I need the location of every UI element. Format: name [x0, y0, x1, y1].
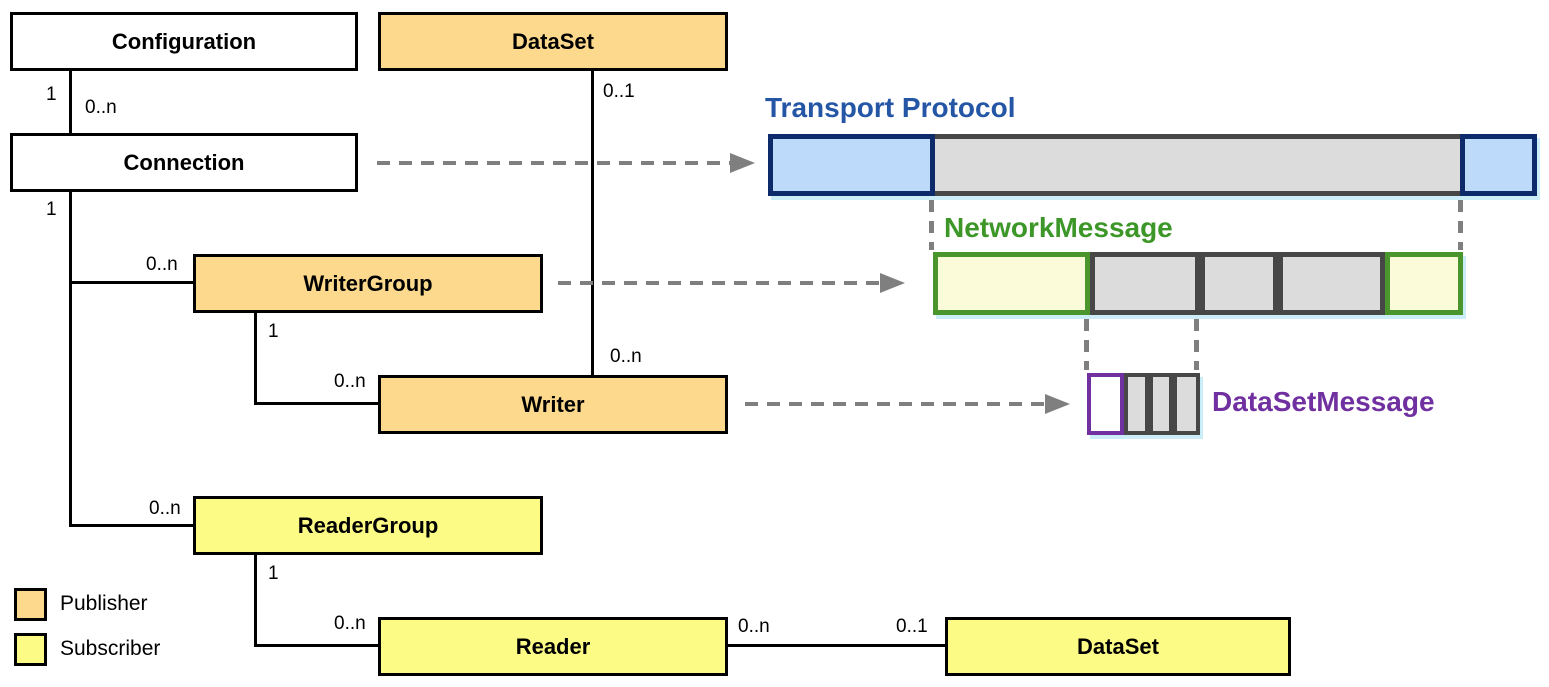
arrow-head-icon	[880, 273, 905, 293]
transport-header-segment-left	[768, 134, 935, 196]
transport-protocol-bar	[768, 134, 1537, 196]
multiplicity-label: 0..1	[896, 616, 928, 637]
connector-reader-dataset	[728, 644, 945, 647]
dropline-transport-network-right	[1458, 200, 1463, 250]
multiplicity-label: 0..n	[610, 346, 642, 367]
arrow-shaft	[377, 161, 730, 165]
arrow-head-icon	[730, 153, 755, 173]
datasetmessage-header-segment	[1087, 373, 1124, 435]
node-connection: Connection	[10, 133, 358, 192]
node-configuration: Configuration	[10, 12, 358, 71]
connector-connection-trunk	[69, 192, 72, 527]
connector-readergroup-reader-h	[254, 644, 378, 647]
connector-connection-readergroup	[69, 524, 193, 527]
node-readergroup: ReaderGroup	[193, 496, 543, 555]
multiplicity-label: 0..n	[146, 254, 178, 275]
node-writer: Writer	[378, 375, 728, 434]
connector-connection-writergroup	[69, 281, 193, 284]
legend-subscriber-label: Subscriber	[60, 637, 161, 660]
dropline-network-dsm-left	[1084, 319, 1089, 370]
arrow-shaft	[745, 402, 1045, 406]
legend-publisher-label: Publisher	[60, 592, 148, 615]
dropline-transport-network-left	[929, 200, 934, 250]
node-writergroup: WriterGroup	[193, 254, 543, 313]
connector-readergroup-reader-v	[254, 555, 257, 646]
multiplicity-label: 1	[46, 84, 57, 105]
dropline-network-dsm-right	[1194, 319, 1199, 370]
node-dataset-top: DataSet	[378, 12, 728, 71]
network-header-segment-left	[933, 252, 1090, 315]
multiplicity-label: 1	[268, 563, 279, 584]
datasetmessage-bar	[1087, 373, 1200, 435]
network-header-segment-right	[1385, 252, 1463, 315]
transport-header-segment-right	[1460, 134, 1537, 196]
connector-writergroup-writer-v	[254, 313, 257, 404]
datasetmessage-label: DataSetMessage	[1212, 386, 1435, 417]
arrow-shaft	[558, 281, 880, 285]
transport-protocol-label: Transport Protocol	[765, 92, 1016, 123]
multiplicity-label: 0..n	[738, 616, 770, 637]
network-payload-segment-1	[1090, 252, 1200, 315]
datasetmessage-field-segment-1	[1124, 373, 1149, 435]
legend-publisher-swatch	[14, 588, 47, 621]
transport-payload-segment	[935, 134, 1460, 196]
network-payload-segment-3	[1278, 252, 1385, 315]
connector-dataset-writer	[591, 71, 594, 375]
node-reader: Reader	[378, 617, 728, 676]
multiplicity-label: 0..n	[85, 97, 117, 118]
multiplicity-label: 0..n	[334, 371, 366, 392]
multiplicity-label: 0..1	[603, 81, 635, 102]
networkmessage-bar	[933, 252, 1463, 315]
multiplicity-label: 0..n	[149, 498, 181, 519]
connector-writergroup-writer-h	[254, 402, 378, 405]
multiplicity-label: 1	[46, 199, 57, 220]
arrow-head-icon	[1045, 394, 1070, 414]
multiplicity-label: 0..n	[334, 613, 366, 634]
networkmessage-label: NetworkMessage	[944, 212, 1173, 243]
network-payload-segment-2	[1200, 252, 1278, 315]
connector-configuration-connection	[69, 71, 72, 133]
multiplicity-label: 1	[268, 321, 279, 342]
datasetmessage-field-segment-3	[1173, 373, 1200, 435]
legend-subscriber-swatch	[14, 633, 47, 666]
node-dataset-bottom: DataSet	[945, 617, 1291, 676]
datasetmessage-field-segment-2	[1149, 373, 1173, 435]
